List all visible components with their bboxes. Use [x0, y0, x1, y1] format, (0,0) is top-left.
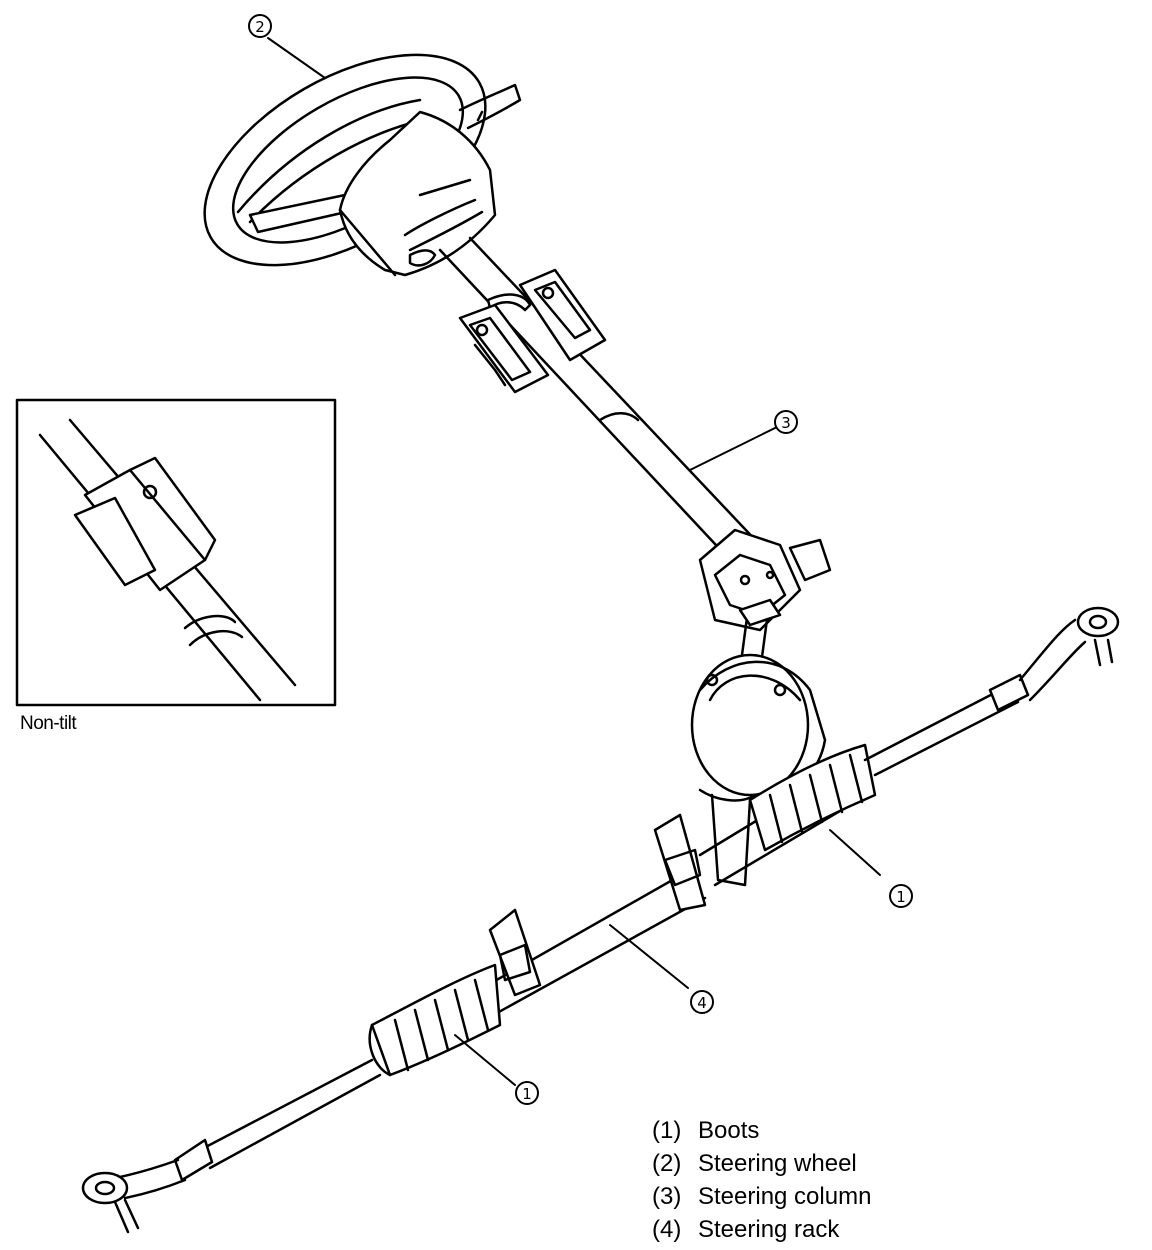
inset-caption: Non-tilt: [20, 713, 77, 734]
legend-label: Steering wheel: [698, 1150, 857, 1177]
callout-steering-column: 3: [781, 414, 791, 432]
steering-rack: [81, 606, 1120, 1234]
legend-item: (3) Steering column: [652, 1180, 871, 1213]
non-tilt-inset: [15, 398, 337, 707]
legend: (1) Boots (2) Steering wheel (3) Steerin…: [652, 1114, 871, 1246]
leader-lines: [267, 37, 881, 1086]
legend-label: Steering column: [698, 1183, 872, 1210]
legend-number: (1): [652, 1117, 682, 1144]
callout-boots-right: 1: [896, 888, 906, 906]
steering-column: [438, 236, 832, 674]
legend-label: Steering rack: [698, 1216, 840, 1243]
callout-steering-wheel: 2: [255, 18, 265, 36]
callout-boots-left: 1: [522, 1085, 532, 1103]
callouts: [248, 14, 913, 1105]
legend-label: Boots: [698, 1117, 760, 1144]
legend-item: (2) Steering wheel: [652, 1147, 871, 1180]
steering-wheel: [203, 53, 522, 277]
legend-item: (1) Boots: [652, 1114, 871, 1147]
callout-steering-rack: 4: [697, 994, 707, 1012]
legend-number: (2): [652, 1150, 682, 1177]
legend-item: (4) Steering rack: [652, 1213, 871, 1246]
legend-number: (4): [652, 1216, 682, 1243]
legend-number: (3): [652, 1183, 682, 1210]
